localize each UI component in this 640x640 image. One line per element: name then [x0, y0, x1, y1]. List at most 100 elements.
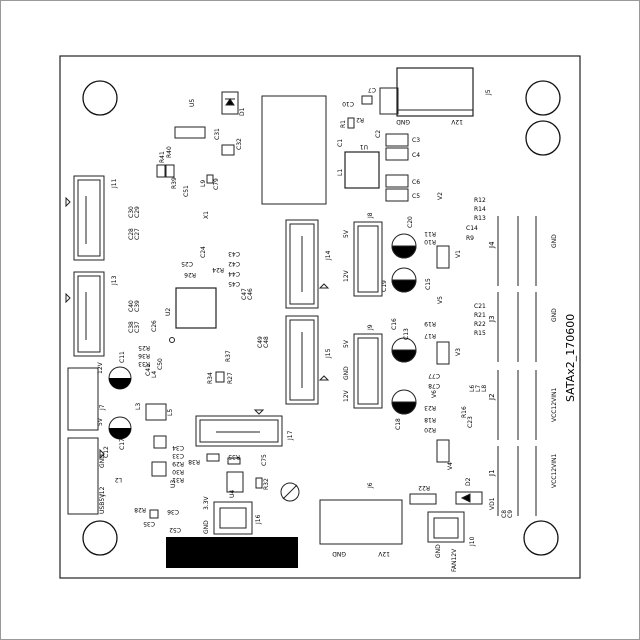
ref-label: D1 [239, 107, 246, 116]
ref-label: R37 [225, 350, 232, 362]
j15-connector [285, 315, 330, 405]
mounting-holes [82, 80, 561, 556]
net-label: GND [396, 118, 410, 125]
ref-label: C20 [407, 216, 414, 228]
ref-label: V3 [455, 348, 462, 356]
ref-label: L8 [481, 385, 488, 392]
ref-label: C19 [381, 280, 388, 292]
ref-label: C7 [368, 86, 376, 93]
ref-label: C29 [134, 206, 141, 218]
j11-connector [65, 175, 105, 261]
ref-label: R12 [474, 197, 486, 204]
net-label: GND [332, 550, 346, 557]
ref-label: V1 [455, 250, 462, 258]
ref-label: C47 [241, 288, 248, 300]
ref-label: C75 [261, 454, 268, 466]
j8-connector [353, 221, 383, 297]
ref-label: C33 [172, 452, 184, 459]
ref-label: J9 [367, 324, 374, 331]
l1-inductor [344, 151, 380, 189]
ref-label: R39 [171, 177, 178, 189]
ref-label: J13 [111, 275, 118, 286]
ref-label: R28 [134, 506, 146, 513]
j6-connector [319, 499, 403, 545]
inductor-outline [261, 95, 327, 205]
ref-label: C43 [228, 250, 240, 257]
ref-label: C30 [128, 206, 135, 218]
ref-label: C42 [228, 260, 240, 267]
ref-label: R25 [138, 344, 150, 351]
sata-connectors [497, 216, 537, 516]
ref-label: J3 [488, 315, 496, 323]
ref-label: R27 [227, 372, 234, 384]
ref-label: C28 [128, 228, 135, 240]
j17-connector [195, 409, 283, 447]
u5-outline [174, 126, 206, 139]
net-label: GND [551, 308, 558, 322]
ref-label: C6 [412, 179, 420, 186]
ref-label: C32 [236, 138, 243, 150]
ref-label: C78 [428, 382, 440, 389]
mounting-hole [525, 80, 561, 116]
ref-label: L1 [337, 169, 344, 176]
ref-label: C40 [128, 300, 135, 312]
ref-label: C3 [412, 137, 420, 144]
ref-label: C11 [119, 351, 126, 363]
mounting-hole [82, 520, 118, 556]
ref-label: C26 [151, 320, 158, 332]
ref-label: R17 [424, 332, 436, 339]
net-label: USB5V [99, 493, 106, 514]
ref-label: L2 [115, 476, 122, 483]
ref-label: R1 [340, 120, 347, 128]
j7-connector [67, 367, 99, 431]
ref-label: R30 [172, 468, 184, 475]
ref-label: U1 [360, 143, 368, 150]
ref-label: R2 [356, 116, 364, 123]
ref-label: C5 [412, 193, 420, 200]
ref-label: R11 [424, 230, 436, 237]
ref-label: C50 [157, 358, 164, 370]
ref-label: C36 [167, 508, 179, 515]
ref-label: R33 [138, 360, 150, 367]
ref-label: J12 [99, 486, 106, 497]
j13-connector [65, 271, 105, 357]
ref-label: C35 [143, 520, 155, 527]
ref-label: C31 [214, 128, 221, 140]
ref-label: R20 [424, 426, 436, 433]
net-label: 3.3V [203, 495, 210, 510]
ref-label: R40 [166, 146, 173, 158]
ref-label: C21 [474, 303, 486, 310]
ref-label: R26 [184, 271, 196, 278]
ref-label: C46 [247, 288, 254, 300]
net-label: GND [435, 544, 442, 558]
ref-label: U5 [189, 99, 196, 107]
u2-chip [175, 287, 217, 329]
j12-connector [67, 437, 105, 515]
ref-label: V5 [437, 296, 444, 304]
d2-diode [455, 491, 483, 505]
ref-label: L9 [200, 180, 207, 187]
ref-label: C17 [119, 438, 126, 450]
net-label: 12V [377, 550, 390, 557]
ref-label: V4 [447, 462, 454, 470]
ref-label: J2 [488, 393, 496, 401]
pb-free-logo-icon [280, 482, 300, 502]
ref-label: R36 [138, 352, 150, 359]
ref-label: C15 [425, 278, 432, 290]
ref-label: R16 [461, 406, 468, 418]
ref-label: R38 [188, 458, 200, 465]
ref-label: C16 [391, 318, 398, 330]
ref-label: J5 [485, 89, 492, 96]
ref-label: U3 [170, 480, 177, 488]
j10-connector [427, 511, 465, 543]
ref-label: R35 [228, 453, 240, 460]
ref-label: R41 [159, 151, 166, 163]
ref-label: C52 [169, 526, 181, 533]
ref-label: C12 [103, 446, 110, 458]
ref-label: C25 [181, 260, 193, 267]
ref-label: R24 [212, 266, 224, 273]
j9-connector [353, 333, 383, 409]
ref-label: C8 [501, 510, 508, 518]
net-label: FAN12V [451, 548, 458, 572]
ref-label: R19 [424, 320, 436, 327]
